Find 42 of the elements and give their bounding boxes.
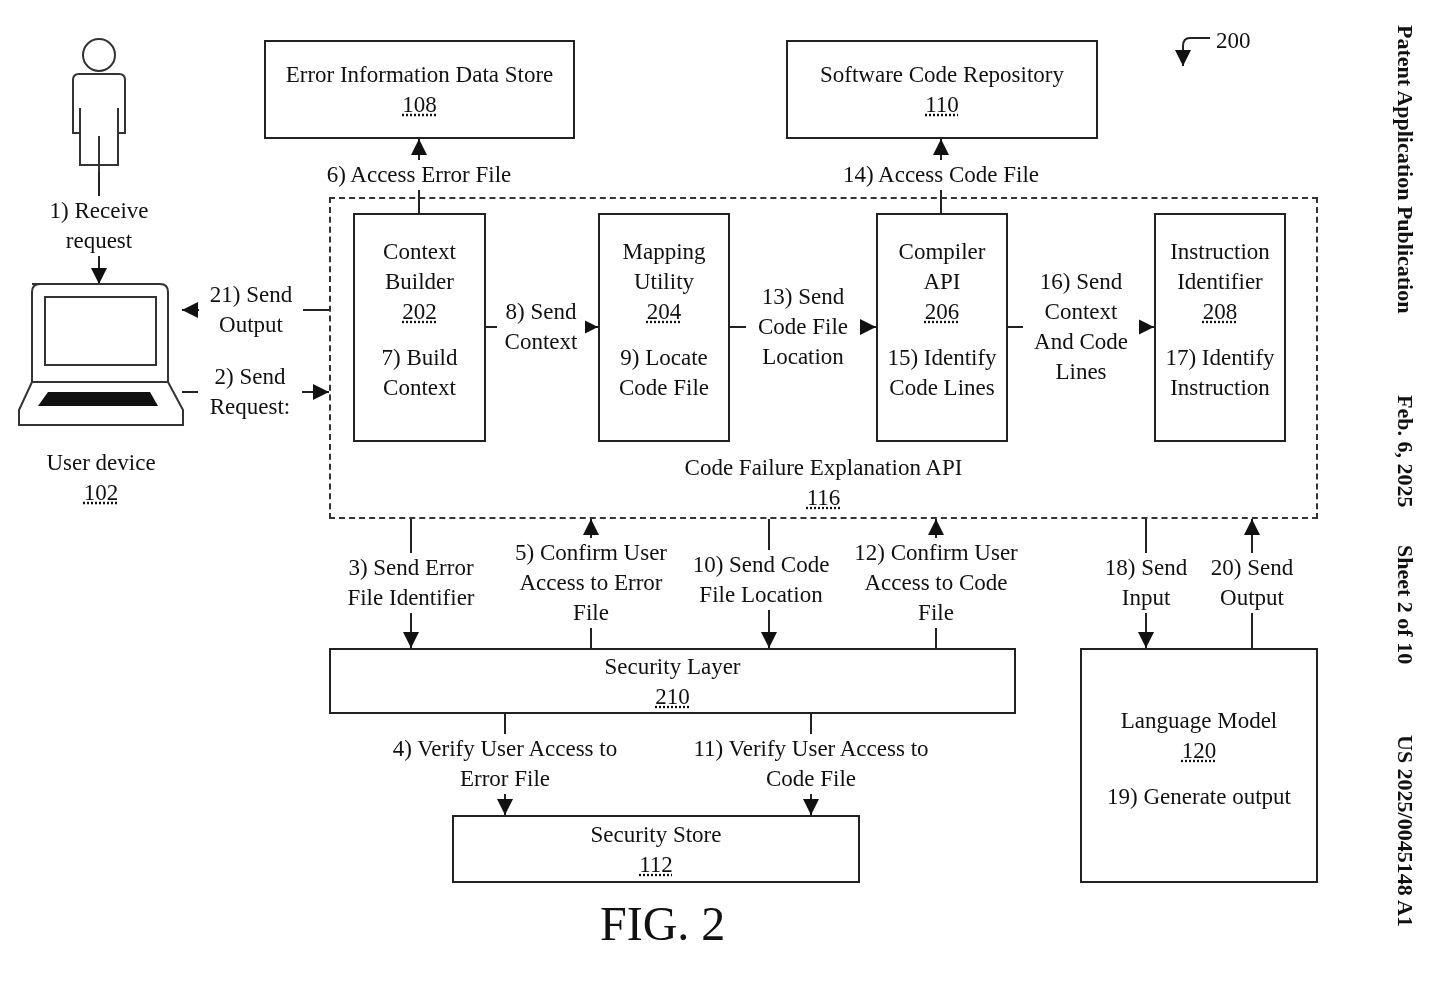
step-text: 17) Identify Instruction <box>1164 344 1276 402</box>
process-box <box>353 213 486 442</box>
node-title: Code Failure Explanation API <box>684 454 963 482</box>
node-title: Error Information Data Store <box>285 61 554 89</box>
process-box <box>786 40 1098 139</box>
reference-number: 208 <box>1202 298 1238 326</box>
node-title: Instruction Identifier <box>1169 238 1271 296</box>
reference-label: 200 <box>1216 28 1251 54</box>
process-box <box>264 40 575 139</box>
node-title: Context Builder <box>382 238 457 296</box>
reference-number: 112 <box>639 851 673 879</box>
process-box <box>329 648 1016 714</box>
reference-number: 102 <box>83 479 119 507</box>
process-box <box>876 213 1008 442</box>
reference-number: 110 <box>925 91 959 119</box>
figure-caption: FIG. 2 <box>600 896 726 951</box>
reference-number: 120 <box>1181 737 1217 765</box>
node-title: Security Store <box>590 821 722 849</box>
step-text: 7) Build Context <box>380 344 459 402</box>
process-box <box>598 213 730 442</box>
process-box <box>1154 213 1286 442</box>
reference-number: 206 <box>924 298 960 326</box>
reference-number: 108 <box>402 91 437 119</box>
reference-number: 210 <box>655 683 690 711</box>
margin-header-text: US 2025/0045148 A1 <box>1392 735 1418 927</box>
process-box <box>452 815 860 883</box>
process-box <box>1080 648 1318 883</box>
node-title: Compiler API <box>897 238 987 296</box>
margin-header-text: Feb. 6, 2025 <box>1392 395 1418 508</box>
node-title: Security Layer <box>604 653 741 681</box>
margin-header-text: Sheet 2 of 10 <box>1392 545 1418 665</box>
node-title: Software Code Repository <box>820 61 1064 89</box>
step-text: 9) Locate Code File <box>617 344 711 402</box>
step-text: 19) Generate output <box>1107 783 1291 811</box>
node-title: Language Model <box>1120 707 1278 735</box>
reference-number: 202 <box>402 298 437 326</box>
reference-number: 116 <box>806 484 841 512</box>
margin-header-text: Patent Application Publication <box>1392 25 1418 314</box>
node-title: Mapping Utility <box>621 238 707 296</box>
reference-number: 204 <box>646 298 682 326</box>
node-title: User device <box>46 449 156 477</box>
step-text: 15) Identify Code Lines <box>886 344 998 402</box>
